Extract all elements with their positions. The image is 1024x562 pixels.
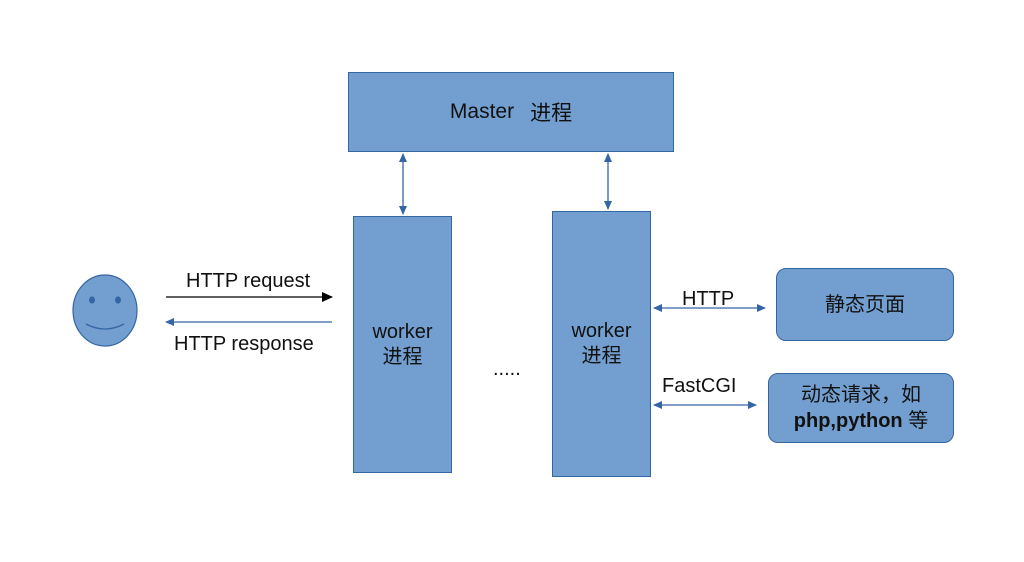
smiley-face-icon	[72, 274, 138, 347]
worker-2-label-en: worker	[571, 320, 632, 342]
dynamic-request-langs: php,python	[793, 410, 903, 432]
static-page-label: 静态页面	[825, 293, 905, 316]
master-label-en: Master	[449, 100, 515, 123]
http-response-label: HTTP response	[174, 333, 314, 355]
dynamic-request-suffix: 等	[902, 410, 929, 432]
worker-process-box-1: worker 进程	[353, 216, 452, 473]
worker-2-label-zh: 进程	[581, 345, 622, 367]
worker-process-box-2: worker 进程	[552, 211, 651, 477]
static-page-box: 静态页面	[776, 268, 954, 341]
master-process-box: Master 进程	[348, 72, 674, 152]
http-request-label: HTTP request	[186, 270, 311, 292]
fastcgi-label: FastCGI	[662, 375, 737, 397]
worker-1-label-en: worker	[372, 320, 433, 343]
worker-1-label-zh: 进程	[382, 345, 423, 368]
dynamic-request-box: 动态请求，如 php,python 等	[768, 373, 954, 443]
dynamic-request-line1: 动态请求，如	[801, 384, 921, 406]
dynamic-request-line2: php,python 等	[794, 408, 928, 434]
workers-ellipsis: .....	[493, 358, 521, 380]
master-label-zh: 进程	[530, 102, 573, 125]
